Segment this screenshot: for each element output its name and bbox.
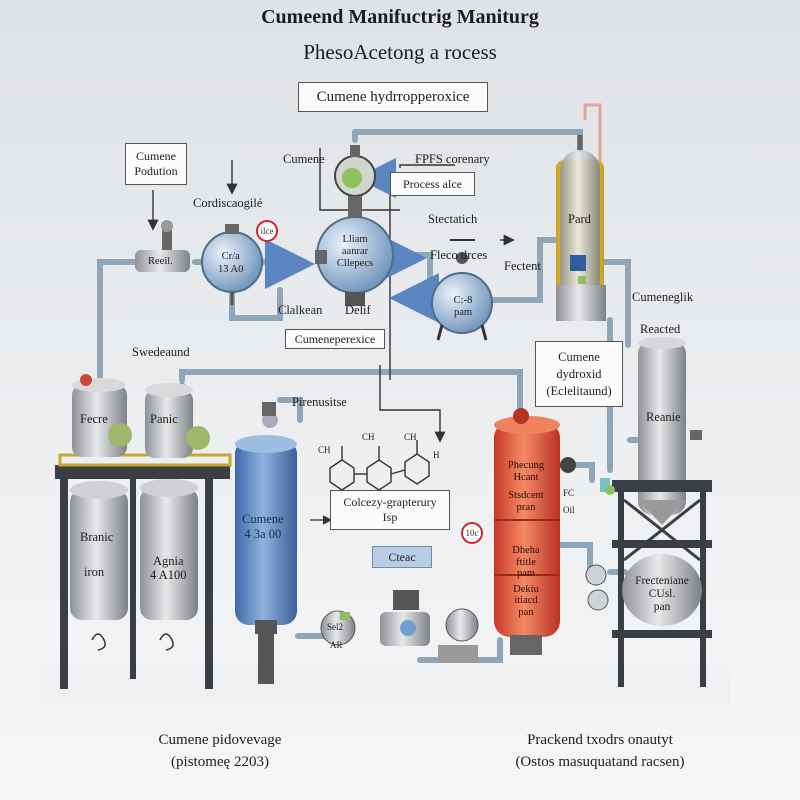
caption-right-line2: (Ostos masuquatand racsen) <box>515 754 685 770</box>
floor-slab <box>40 665 730 705</box>
caption-left-line2: (pistomeę 2203) <box>171 754 269 770</box>
reactor-b-label: Lliam aanrar Cllepecs <box>333 234 377 270</box>
page-title: Cumeend Manifuctrig Maniturg <box>261 6 539 28</box>
blue-vessel-label: Cumene 4 3a 00 <box>242 512 284 542</box>
red-vessel-line2: Hcant <box>513 472 539 483</box>
colcozy-line1: Colcezy-grapterury <box>343 495 437 509</box>
cteac-box: Cteac <box>372 546 432 568</box>
cumene-dydroxid-line3: (Eclelitaund) <box>546 383 612 398</box>
pump-label-sel: Sel2 <box>327 622 344 632</box>
red-vessel-line9: itiacd <box>514 595 538 606</box>
red-vessel-line4: pran <box>516 502 536 513</box>
page-subtitle: PhesoAcetong a rocess <box>303 40 497 64</box>
label-reacted: Reacted <box>640 322 681 336</box>
cumene-dydroxid-line1: Cumene <box>558 349 600 364</box>
red-vessel-line3: Stsdcent <box>508 490 544 501</box>
blue-vessel-line1: Cumene <box>242 512 284 526</box>
reactor-b-line1: Lliam <box>342 234 368 245</box>
reactor-b-line3: Cllepecs <box>336 258 374 269</box>
red-vessel-label-1: Phecung Hcant Stsdcent pran <box>498 460 554 514</box>
red-vessel-line1: Phecung <box>507 460 545 471</box>
tank-agnia-line2: 4 A100 <box>150 568 187 582</box>
label-stectatich: Stectatich <box>428 212 478 226</box>
small-tank-line2: pam <box>453 307 473 318</box>
small-tank-line1: C:-8 <box>453 295 473 306</box>
small-tank-label: C:-8 pam <box>450 295 476 319</box>
right-vessel-line1: Frecteniane <box>635 575 689 587</box>
label-oil: Oil <box>563 505 575 515</box>
left-storage-platform <box>55 374 232 689</box>
label-delif: Delif <box>345 303 371 317</box>
process-alce-box: Process alce <box>390 172 475 196</box>
reactor-b <box>315 145 394 306</box>
small-separator <box>431 239 493 341</box>
cumene-dydroxid-box: Cumene dydroxid (Eclelitaund) <box>535 341 623 407</box>
label-fectent: Fectent <box>504 259 541 273</box>
caption-right-line1: Prackend txodrs onautyt <box>527 732 673 748</box>
label-pirenusitse: Pirenusitse <box>292 395 347 409</box>
cumene-dydroxid-line2: dydroxid <box>556 366 602 381</box>
red-vessel-line7: pam <box>516 568 536 579</box>
right-vessel-line2: CUsl. <box>648 588 676 600</box>
label-h: H <box>433 450 440 460</box>
red-vessel-line5: Dheha <box>512 545 540 556</box>
reactor-a-label: Cr/a 13 A0 <box>218 250 243 276</box>
warning-icon: 10c <box>461 522 483 544</box>
reactor-a <box>201 224 263 305</box>
tank-fecre-label: Fecre <box>80 412 108 426</box>
cumene-polution-line1: Cumene <box>136 149 176 163</box>
right-tower-label: Reanie <box>646 410 681 424</box>
caption-left-line1: Cumene pidovevage <box>158 732 282 748</box>
label-cumene-top: Cumene <box>283 152 325 166</box>
label-clalkean: Clalkean <box>278 303 323 317</box>
label-fpfs: FPFS corenary <box>415 152 490 166</box>
green-valves <box>340 168 615 620</box>
red-vessel-line8: Dekiu <box>513 583 539 595</box>
tank-panic-label: Panic <box>150 412 178 426</box>
cumene-hydroperoxide-box: Cumene hydrropperoxice <box>298 82 488 112</box>
red-vessel <box>494 408 560 655</box>
label-ch-3: CH <box>318 445 331 455</box>
feed-valve <box>135 220 190 272</box>
pump-label-ar: AR <box>330 640 343 650</box>
label-fc: FC <box>563 488 575 498</box>
tank-branic-label: Branic <box>80 530 114 544</box>
cumene-polution-box: Cumene Podution <box>125 143 187 185</box>
colcozy-box: Colcezy-grapterury Isp <box>330 490 450 530</box>
red-vessel-label-2: Dheha ftitle pam Dekiu itiacd pan <box>498 545 554 618</box>
label-ch-1: CH <box>362 432 375 442</box>
label-swedeaund: Swedeaund <box>132 345 190 359</box>
pumps <box>320 457 610 663</box>
red-vessel-line6: ftitle <box>516 556 536 568</box>
colcozy-line2: Isp <box>382 510 398 524</box>
reactor-a-line1: Cr/a <box>221 251 240 262</box>
tank-agnia-line1: Agnia <box>152 554 184 568</box>
label-fleco-drces: Fleco drces <box>430 248 488 262</box>
yellow-column <box>556 103 606 321</box>
reactor-b-line2: aanrar <box>341 246 369 257</box>
label-pard: Pard <box>568 212 591 226</box>
right-tower <box>612 337 712 687</box>
label-cumeneglik: Cumeneglik <box>632 290 694 304</box>
reactor-a-line2: 13 A0 <box>218 264 244 275</box>
cumene-polution-line2: Podution <box>134 164 178 178</box>
blue-vessel-line2: 4 3a 00 <box>244 527 282 541</box>
label-cordiscaogilic: Cordiscaogilé <box>193 196 263 210</box>
blue-vessel <box>235 402 297 684</box>
tank-agnia-label: Agnia 4 A100 <box>150 554 186 582</box>
red-vessel-line10: pan <box>518 606 534 618</box>
warning-icon: ilce <box>256 220 278 242</box>
right-vessel-line3: pan <box>653 601 671 613</box>
cumeneperexice-box: Cumeneperexice <box>285 329 385 349</box>
right-vessel-label: Frecteniane CUsl. pan <box>630 575 694 614</box>
tank-iron-label: iron <box>84 565 105 579</box>
molecule-sketch <box>329 440 430 491</box>
label-ch-2: CH <box>404 432 417 442</box>
feed-valve-label: Reeil. <box>148 256 173 267</box>
